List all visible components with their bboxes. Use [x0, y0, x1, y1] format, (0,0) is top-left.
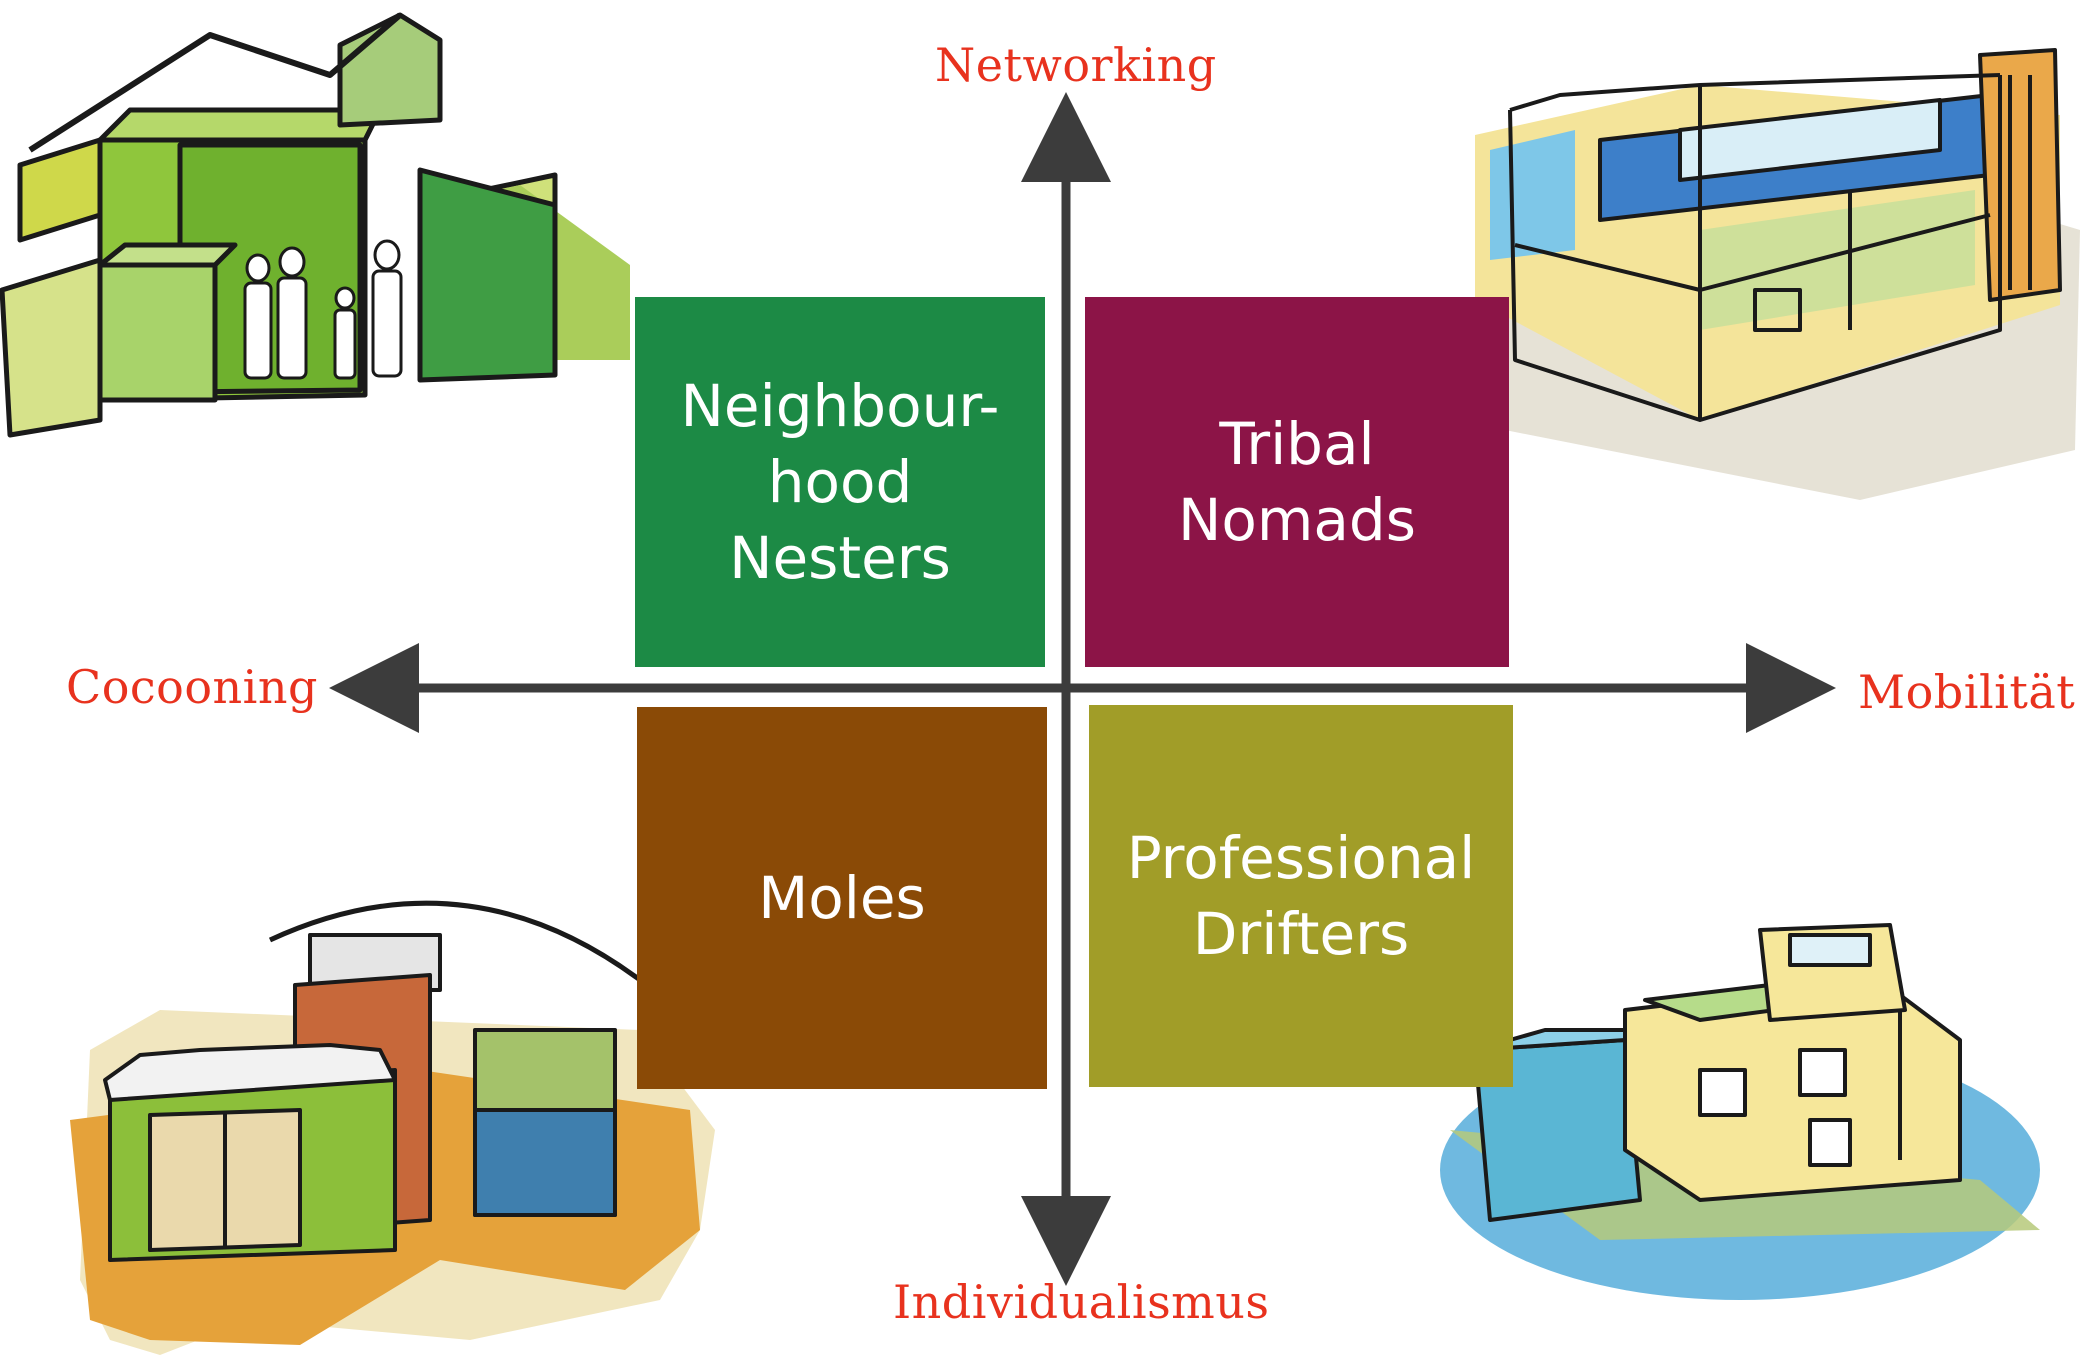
quadrant-label: Moles	[758, 864, 926, 932]
axis-label-mobilitaet: Mobilität	[1858, 665, 2076, 719]
quadrant-professional-drifters: Professional Drifters	[1089, 705, 1513, 1087]
glass-atrium-building-icon	[1475, 48, 2080, 500]
family-house-icon	[0, 12, 630, 438]
quadrant-neighbourhood-nesters: Neighbour- hood Nesters	[635, 297, 1045, 667]
quadrant-label: Neighbour- hood Nesters	[680, 372, 1000, 592]
quadrant-tribal-nomads: Tribal Nomads	[1085, 297, 1509, 667]
shed-greenhouse-icon	[70, 900, 715, 1355]
quadrant-label: Tribal Nomads	[1178, 410, 1416, 554]
axis-label-cocooning: Cocooning	[66, 660, 318, 714]
axis-label-individualismus: Individualismus	[893, 1275, 1270, 1329]
cubic-villa-icon	[1440, 923, 2040, 1300]
axis-label-networking: Networking	[935, 38, 1217, 92]
quadrant-moles: Moles	[637, 707, 1047, 1089]
quadrant-label: Professional Drifters	[1126, 824, 1476, 968]
